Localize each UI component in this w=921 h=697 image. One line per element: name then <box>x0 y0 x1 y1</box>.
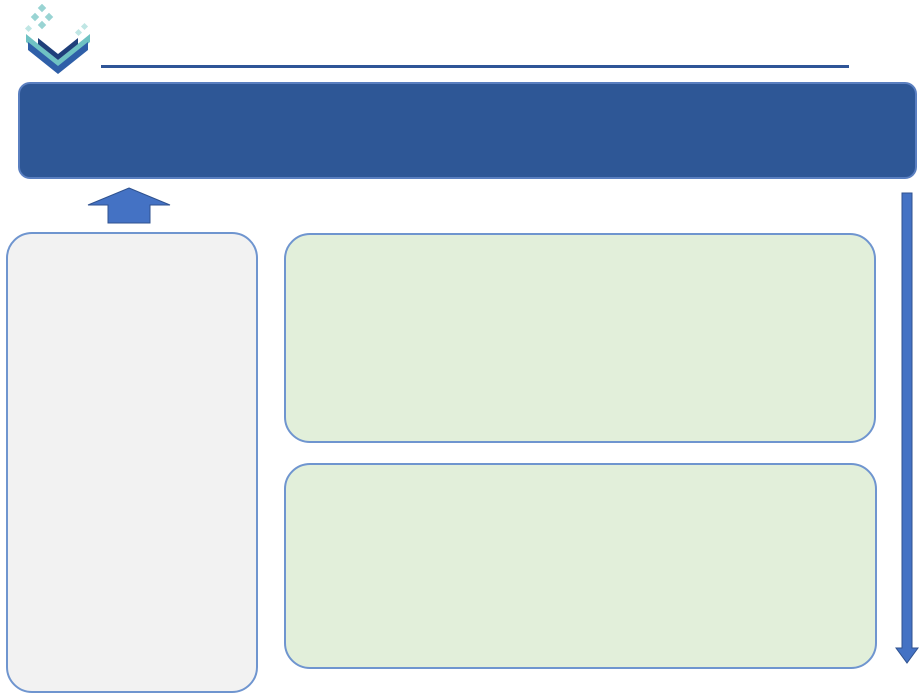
top-right-panel <box>284 233 876 443</box>
top-right-panel-text <box>286 235 874 271</box>
down-arrow-icon <box>895 192 919 664</box>
left-panel-text <box>8 234 256 270</box>
title-banner <box>18 82 917 179</box>
header-rule <box>101 65 849 68</box>
bottom-right-panel-text <box>286 465 875 501</box>
up-arrow-icon <box>87 187 171 224</box>
bottom-right-panel <box>284 463 877 669</box>
left-panel <box>6 232 258 693</box>
chevron-pixel-logo-icon <box>24 4 90 74</box>
